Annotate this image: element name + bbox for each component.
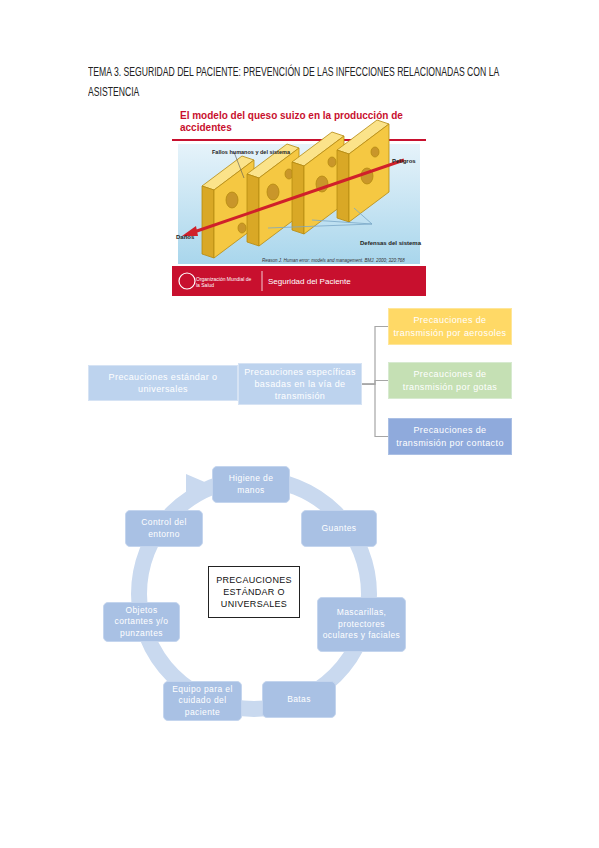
node-text: Precauciones específicas basadas en la v… xyxy=(243,366,357,402)
process-box: Precauciones de transmisión por aerosole… xyxy=(388,308,512,345)
node-text: Precauciones de transmisión por aerosole… xyxy=(393,314,507,338)
cycle-box: Equipo para el cuidado del paciente xyxy=(163,681,242,721)
connector xyxy=(362,381,388,385)
node-text: Equipo para el cuidado del paciente xyxy=(168,684,237,718)
process-box: Precauciones específicas basadas en la v… xyxy=(238,363,362,405)
text-label: Seguridad del Paciente xyxy=(268,277,418,286)
center-box: PRECAUCIONES ESTÁNDAR O UNIVERSALES xyxy=(208,566,300,618)
text-label: Reason J. Human error: models and manage… xyxy=(262,258,427,263)
node-text: Batas xyxy=(287,694,311,705)
node-text: Guantes xyxy=(322,523,357,534)
process-box: Precauciones de transmisión por contacto xyxy=(388,418,512,455)
cycle-box: Guantes xyxy=(301,510,377,547)
process-box: Precauciones estándar o universales xyxy=(88,365,238,401)
process-box: Precauciones de transmisión por gotas xyxy=(388,362,512,399)
page-title: TEMA 3. SEGURIDAD DEL PACIENTE: PREVENCI… xyxy=(88,62,509,102)
cycle-box: Batas xyxy=(262,681,336,718)
node-text: Precauciones estándar o universales xyxy=(93,371,233,395)
text-label: Defensas del sistema xyxy=(360,240,430,246)
swiss-cheese-illustration xyxy=(172,108,426,296)
text-label: Peligros xyxy=(392,158,432,164)
cycle-box: Objetos cortantes y/o punzantes xyxy=(103,602,180,642)
node-text: Mascarillas, protectores oculares y faci… xyxy=(322,607,401,641)
text-label: El modelo del queso suizo en la producci… xyxy=(180,110,420,134)
node-text: Higiene de manos xyxy=(217,473,285,496)
node-text: PRECAUCIONES ESTÁNDAR O UNIVERSALES xyxy=(213,574,295,610)
node-text: Precauciones de transmisión por contacto xyxy=(393,424,507,448)
cycle-box: Control del entorno xyxy=(125,510,203,547)
connector xyxy=(362,327,388,385)
cycle-box: Higiene de manos xyxy=(212,466,290,503)
text-label: Daños xyxy=(176,234,216,240)
text-label: Organización Mundial de la Salud xyxy=(196,276,256,288)
connector xyxy=(362,384,388,436)
node-text: Control del entorno xyxy=(130,517,198,540)
node-text: Objetos cortantes y/o punzantes xyxy=(108,605,175,639)
node-text: Precauciones de transmisión por gotas xyxy=(393,368,507,392)
cycle-box: Mascarillas, protectores oculares y faci… xyxy=(317,597,406,652)
text-label: Fallos humanos y del sistema xyxy=(212,149,292,156)
